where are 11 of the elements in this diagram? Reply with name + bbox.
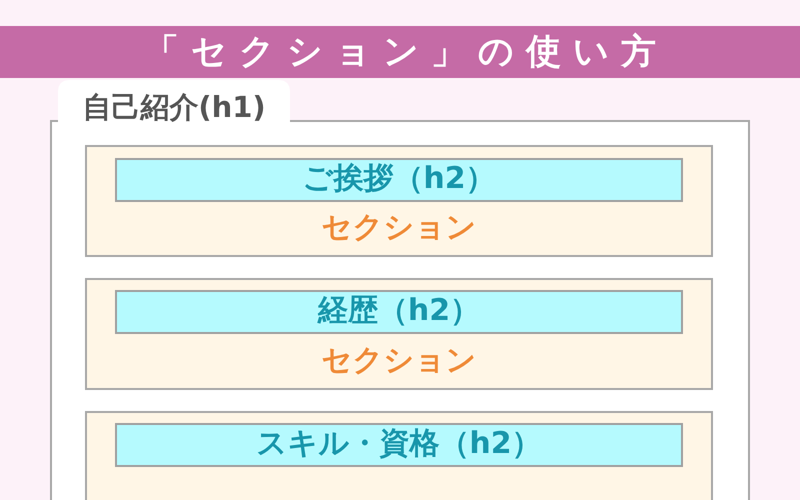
- heading-bar: ご挨拶（h2）: [115, 158, 683, 202]
- outer-frame: [50, 80, 750, 500]
- heading-bar: 経歴（h2）: [115, 290, 683, 334]
- section-box: [85, 145, 713, 257]
- heading-bar: スキル・資格（h2）: [115, 423, 683, 467]
- section-box: [85, 278, 713, 390]
- section-label: セクション: [322, 211, 476, 245]
- section-label: セクション: [322, 344, 476, 378]
- section-box: [85, 411, 713, 500]
- heading: 自己紹介(h1): [82, 89, 266, 126]
- title-banner: 「セクション」の使い方: [0, 26, 800, 78]
